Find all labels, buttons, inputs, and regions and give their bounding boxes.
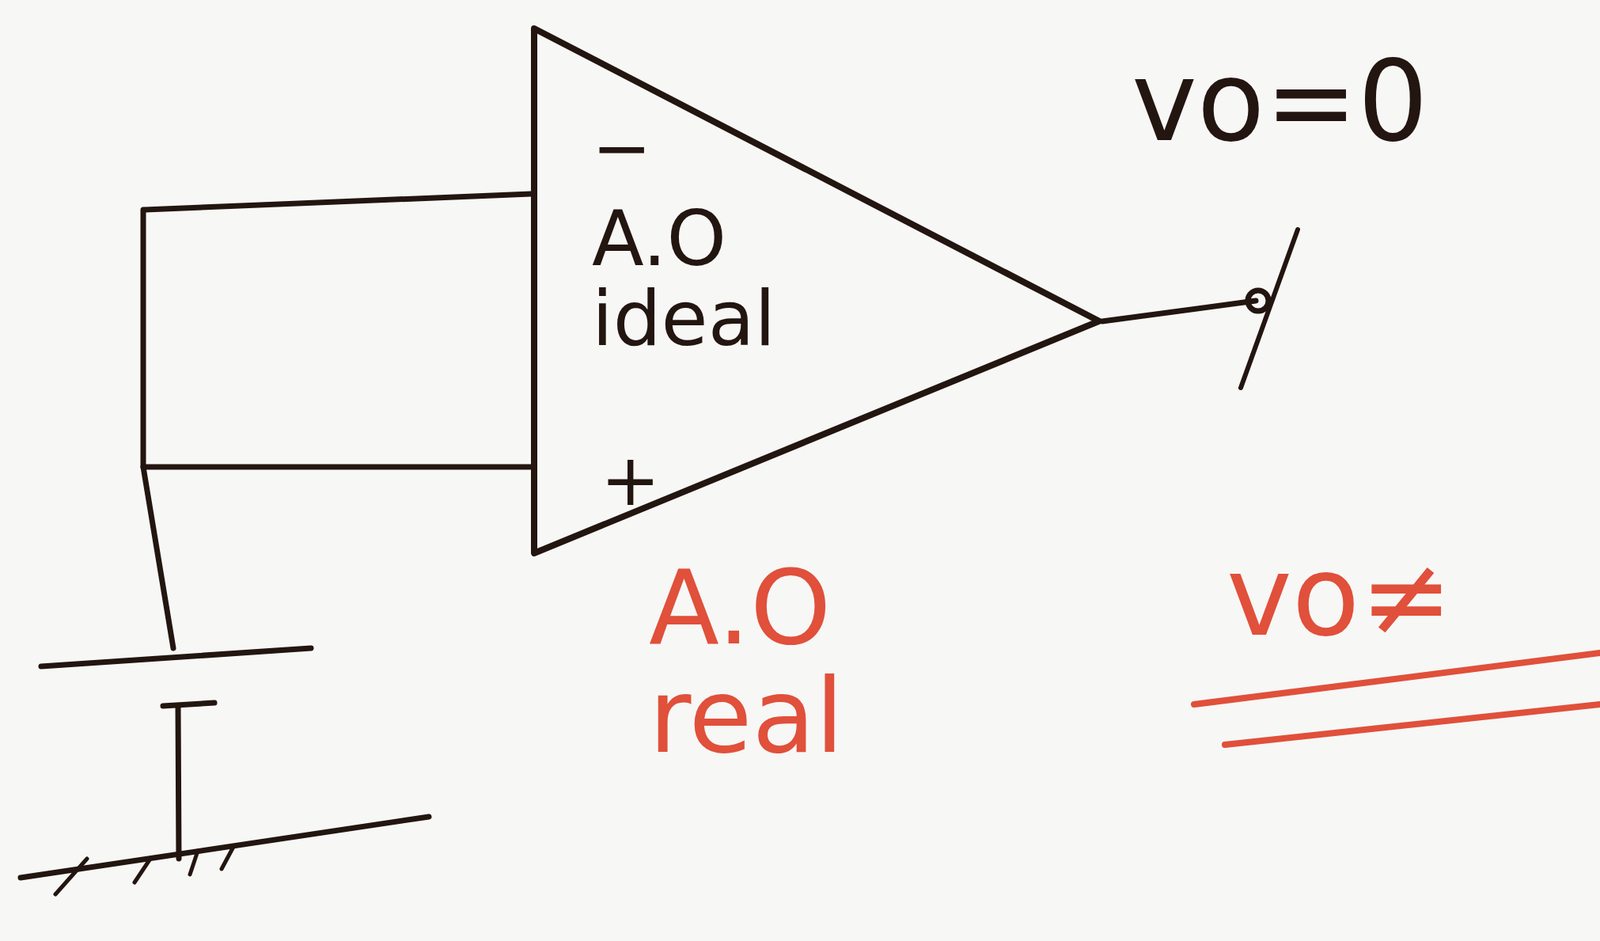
terminal-slash bbox=[1240, 229, 1298, 388]
inverting-input-wire bbox=[144, 193, 531, 210]
opamp-label: A.O ideal bbox=[591, 199, 830, 360]
ground-symbol bbox=[20, 816, 429, 878]
handwritten-note: vo≠ bbox=[1226, 538, 1591, 655]
battery-long-plate bbox=[41, 648, 311, 667]
pin-sign: + bbox=[600, 444, 660, 516]
input-short-wire bbox=[143, 209, 531, 467]
opamp-triangle: − A.O ideal + bbox=[530, 25, 1103, 557]
pin-sign: − bbox=[591, 112, 652, 184]
underline bbox=[1194, 652, 1600, 705]
handwritten-note: A.O real bbox=[648, 553, 982, 770]
ground-hatch bbox=[55, 846, 234, 895]
source-wire bbox=[143, 466, 174, 649]
underline bbox=[1224, 704, 1600, 745]
handwritten-note: vo=0 bbox=[1131, 43, 1591, 160]
output-terminal bbox=[1247, 290, 1269, 311]
ground-wire bbox=[178, 705, 179, 859]
battery-short-plate bbox=[163, 702, 215, 706]
output-wire bbox=[1102, 300, 1256, 322]
